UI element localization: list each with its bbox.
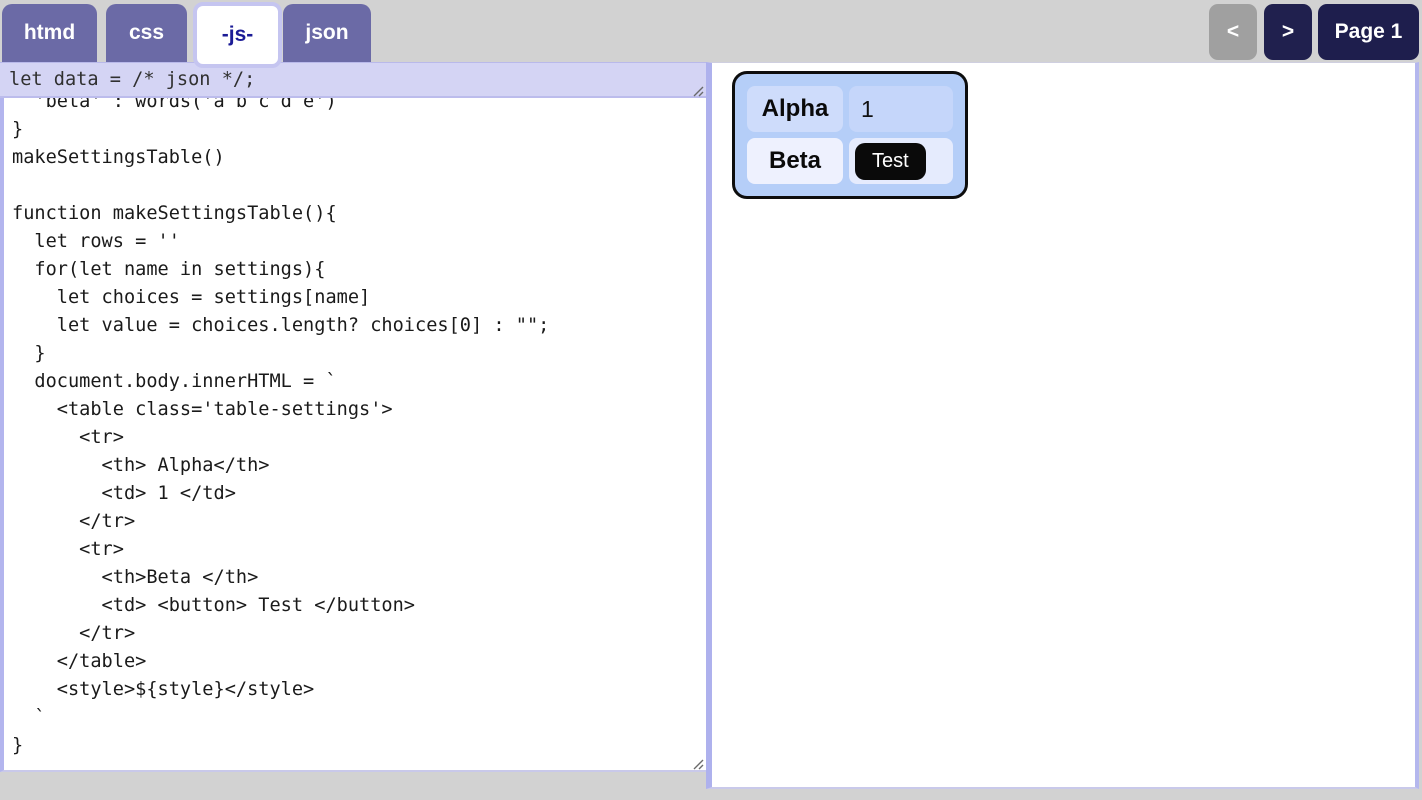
tab-css[interactable]: css bbox=[106, 4, 187, 62]
page-prev-button[interactable]: < bbox=[1209, 4, 1257, 60]
json-data-editor[interactable]: let data = /* json */; bbox=[0, 62, 706, 98]
js-code-editor[interactable]: 'beta' : words('a b c d e') } makeSettin… bbox=[0, 98, 706, 772]
table-cell-beta-value: Test bbox=[849, 138, 953, 184]
page-indicator-button[interactable]: Page 1 bbox=[1318, 4, 1419, 60]
page-next-button[interactable]: > bbox=[1264, 4, 1312, 60]
tab-js-active[interactable]: -js- bbox=[193, 2, 282, 68]
table-row-header-alpha: Alpha bbox=[747, 86, 843, 132]
tab-json[interactable]: json bbox=[283, 4, 371, 62]
resize-grip-icon[interactable] bbox=[692, 757, 704, 770]
settings-table: Alpha 1 Beta Test bbox=[732, 71, 968, 199]
tab-htmd[interactable]: htmd bbox=[2, 4, 97, 62]
js-code-text: 'beta' : words('a b c d e') } makeSettin… bbox=[12, 98, 550, 756]
test-button[interactable]: Test bbox=[855, 142, 926, 180]
preview-pane: Alpha 1 Beta Test bbox=[706, 62, 1419, 789]
resize-grip-icon[interactable] bbox=[692, 84, 704, 97]
table-cell-alpha-value: 1 bbox=[849, 86, 953, 132]
table-row-header-beta: Beta bbox=[747, 138, 843, 184]
